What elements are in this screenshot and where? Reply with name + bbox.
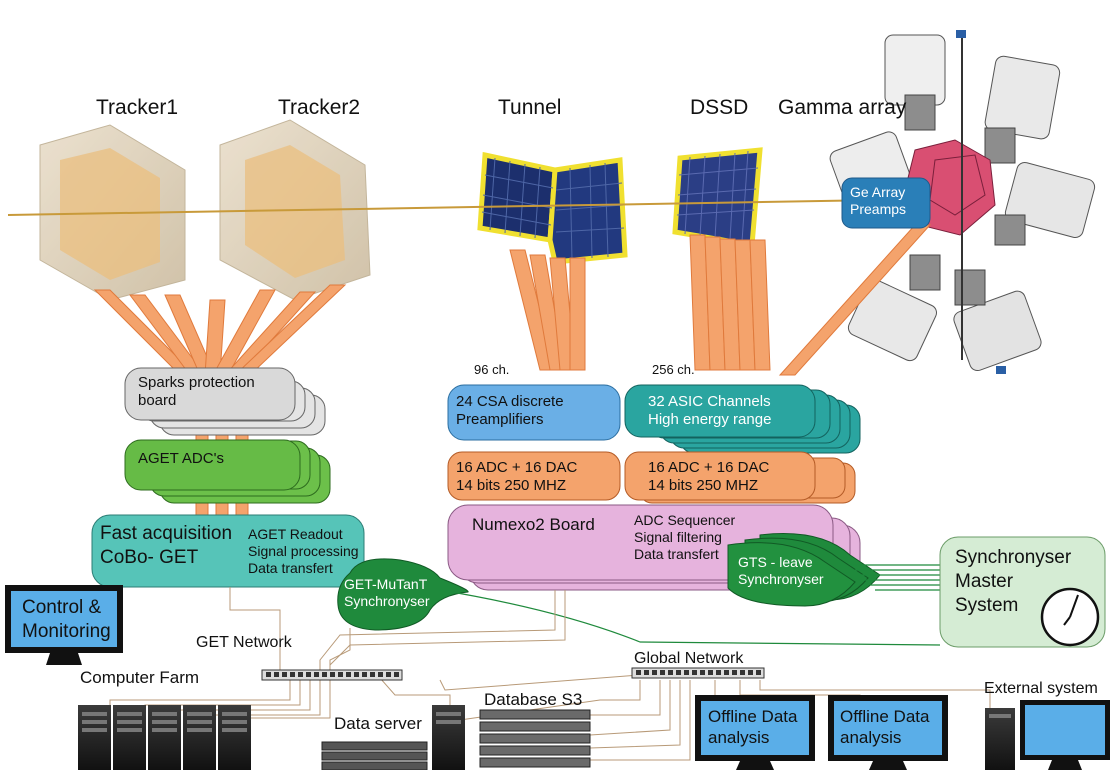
ge-array-preamps-box bbox=[841, 177, 931, 229]
csa-preamps-box bbox=[447, 384, 621, 441]
gts-leave-label: GTS - leave Synchronyser bbox=[738, 554, 824, 587]
beam-line bbox=[7, 199, 881, 216]
control-monitor bbox=[5, 585, 123, 665]
computer-farm-label: Computer Farm bbox=[80, 668, 200, 687]
database-s3-rack bbox=[479, 709, 591, 768]
ge-array-preamps-label: Ge Array Preamps bbox=[850, 184, 907, 217]
external-system bbox=[985, 700, 1110, 770]
adc-dac-boards bbox=[447, 451, 856, 504]
aget-readout-label: AGET Readout Signal processing Data tran… bbox=[248, 526, 359, 576]
synchronyser-master-label: Synchronyser Master System bbox=[955, 547, 1072, 616]
tunnel-detector bbox=[477, 151, 628, 265]
offline-monitor-2 bbox=[828, 695, 948, 770]
fast-acquisition-label: Fast acquisition CoBo- GET bbox=[100, 523, 233, 568]
aget-adcs-label: AGET ADC's bbox=[138, 450, 224, 467]
csa-preamps-label: 24 CSA discrete Preamplifiers bbox=[456, 393, 564, 428]
adc-dac-left-label: 16 ADC + 16 DAC 14 bits 250 MHZ bbox=[456, 459, 578, 494]
database-label: Database S3 bbox=[484, 690, 583, 709]
asic-channels-boards bbox=[624, 384, 861, 454]
sparks-protection-boards bbox=[124, 367, 326, 436]
external-system-label: External system bbox=[984, 680, 1098, 697]
get-network-label: GET Network bbox=[196, 634, 292, 651]
adc-sequencer-label: ADC Sequencer Signal filtering Data tran… bbox=[634, 512, 736, 562]
sparks-protection-label: Sparks protection board bbox=[138, 374, 255, 409]
offline-analysis-2-label: Offline Data analysis bbox=[840, 707, 930, 747]
sync-lines bbox=[439, 564, 941, 646]
gts-leave-boards bbox=[727, 533, 881, 607]
mutant-label: GET-MuTanT Synchronyser bbox=[344, 576, 430, 609]
numexo-board-label: Numexo2 Board bbox=[472, 515, 595, 534]
data-server-label: Data server bbox=[334, 714, 422, 733]
dssd-label: DSSD bbox=[690, 96, 749, 119]
global-network-label: Global Network bbox=[634, 650, 744, 667]
dssd-detector bbox=[672, 147, 763, 248]
ch96-label: 96 ch. bbox=[474, 362, 510, 377]
get-network-switch bbox=[261, 669, 403, 681]
global-network-switch bbox=[631, 667, 765, 679]
tunnel-label: Tunnel bbox=[498, 96, 562, 119]
gamma-array-label: Gamma array bbox=[778, 96, 907, 119]
computer-farm-servers bbox=[78, 705, 251, 770]
data-server bbox=[321, 705, 465, 770]
offline-monitor-1 bbox=[695, 695, 815, 770]
mutant-synchronyser-shape bbox=[337, 558, 469, 631]
cobo-get-box bbox=[91, 514, 365, 588]
offline-analysis-1-label: Offline Data analysis bbox=[708, 707, 798, 747]
control-monitoring-label: Control & Monitoring bbox=[22, 597, 111, 642]
ch256-label: 256 ch. bbox=[652, 362, 695, 377]
clock-icon bbox=[1040, 587, 1100, 647]
asic-channels-label: 32 ASIC Channels High energy range bbox=[648, 393, 772, 428]
adc-dac-right-label: 16 ADC + 16 DAC 14 bits 250 MHZ bbox=[648, 459, 770, 494]
tracker1-label: Tracker1 bbox=[96, 96, 179, 119]
tracker2-label: Tracker2 bbox=[278, 96, 361, 119]
aget-adc-boards bbox=[124, 439, 331, 504]
